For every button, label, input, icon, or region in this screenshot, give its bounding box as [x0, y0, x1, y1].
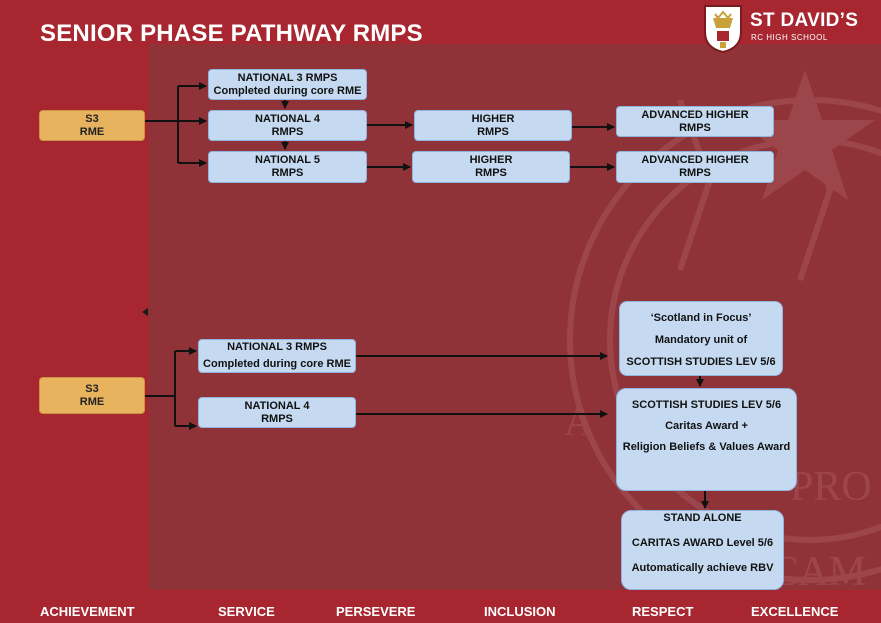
logo-school-name: ST DAVID’S	[750, 10, 859, 31]
value-respect: RESPECT	[632, 604, 694, 619]
svg-text:A: A	[564, 399, 593, 444]
value-achievement: ACHIEVEMENT	[40, 604, 135, 619]
svg-text:PRO: PRO	[790, 464, 872, 510]
page-title: SENIOR PHASE PATHWAY RMPS	[40, 20, 423, 47]
scotland-in-focus-box: ‘Scotland in Focus’ Mandatory unit of SC…	[619, 301, 783, 376]
value-excellence: EXCELLENCE	[751, 604, 839, 619]
value-service: SERVICE	[218, 604, 275, 619]
logo-school-subtitle: RC HIGH SCHOOL	[751, 33, 828, 42]
scottish-studies-box: SCOTTISH STUDIES LEV 5/6 Caritas Award +…	[616, 388, 797, 491]
stand-alone-caritas-box: STAND ALONE CARITAS AWARD Level 5/6 Auto…	[621, 510, 784, 590]
left-arrowhead-icon	[142, 308, 148, 316]
value-persevere: PERSEVERE	[336, 604, 416, 619]
shield-icon	[704, 5, 742, 54]
value-inclusion: INCLUSION	[484, 604, 556, 619]
footer-bar	[0, 590, 881, 623]
school-logo: ST DAVID’S RC HIGH SCHOOL	[699, 0, 881, 56]
